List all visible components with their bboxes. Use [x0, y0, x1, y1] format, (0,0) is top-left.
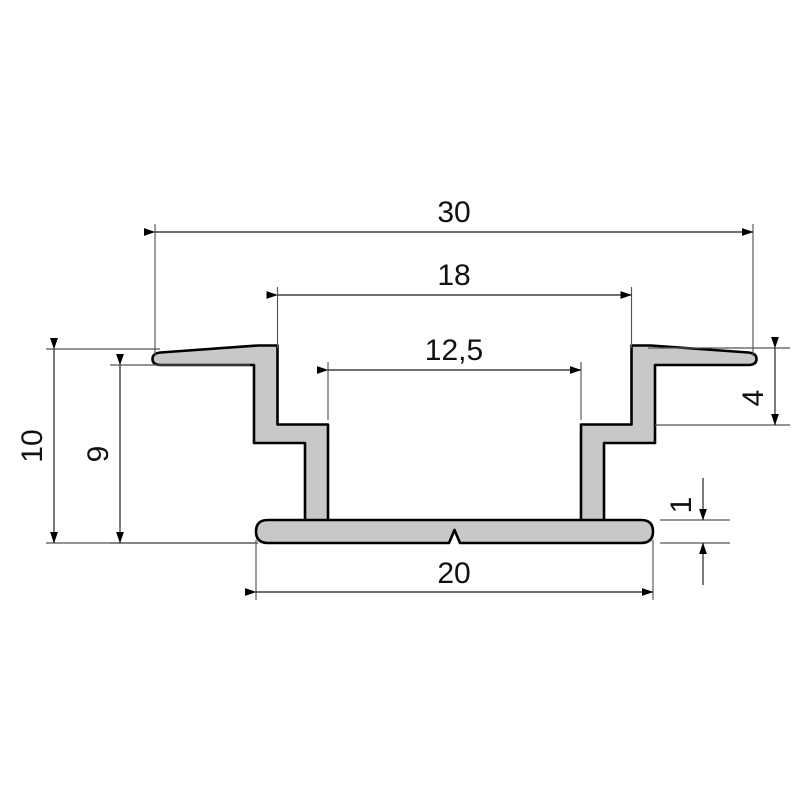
dimension-base-thickness: 1	[660, 478, 730, 585]
dimension-flange-depth: 4	[648, 337, 790, 426]
dim-label-1: 1	[665, 497, 698, 514]
dimension-channel-width: 12,5	[317, 334, 582, 420]
dimension-base-width: 20	[245, 540, 654, 600]
dim-label-20: 20	[437, 557, 470, 590]
dim-label-9: 9	[82, 446, 115, 463]
dimension-flange-inner-width: 18	[266, 259, 633, 348]
dim-label-125: 12,5	[425, 334, 483, 367]
dim-label-10: 10	[16, 429, 49, 462]
dim-label-30: 30	[437, 196, 470, 229]
dim-label-18: 18	[437, 259, 470, 292]
dimension-total-height: 10	[16, 338, 258, 544]
dim-label-4: 4	[737, 390, 770, 407]
dimension-total-width: 30	[144, 196, 754, 356]
dimension-inner-height: 9	[82, 354, 258, 544]
